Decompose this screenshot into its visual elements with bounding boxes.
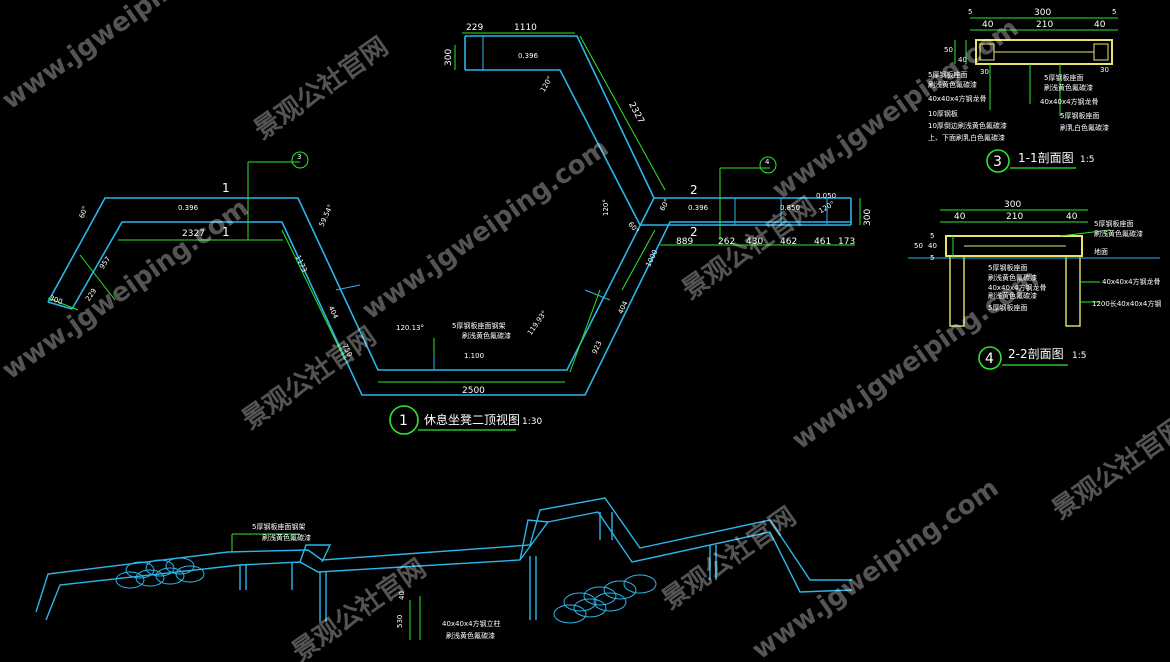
- s22-note-l3: 刷浅黄色氟碳漆: [988, 291, 1037, 300]
- cut-2-bottom: 2: [690, 225, 698, 239]
- dim-462: 462: [780, 237, 797, 247]
- s11-h50: 50: [944, 46, 953, 54]
- angle-60-left: 60°: [78, 205, 90, 219]
- dim-2327-left: 2327: [182, 229, 205, 239]
- dim-2500: 2500: [462, 386, 485, 396]
- s22-note-l0: 5厚钢板座面: [988, 263, 1027, 272]
- dim-229-top: 229: [466, 23, 483, 33]
- elev-note-bot-1: 40x40x4方钢立柱: [442, 619, 501, 628]
- dim-300-left-top: 300: [444, 49, 454, 66]
- s11-note-3: 10厚钢板: [928, 109, 958, 118]
- s11-scale: 1:5: [1080, 155, 1094, 165]
- s22-note-r0: 5厚钢板座面: [1094, 219, 1133, 228]
- cut-1-bottom: 1: [222, 225, 230, 239]
- s11-note-r3: 5厚钢板座面: [1060, 111, 1099, 120]
- s11-w210: 210: [1036, 20, 1053, 30]
- cut-1-top: 1: [222, 181, 230, 195]
- hex-bundle-left: [115, 557, 205, 589]
- dim-0050: 0.050: [816, 192, 836, 200]
- elev-note-top-2: 刷浅黄色氟碳漆: [262, 533, 311, 542]
- s22-scale: 1:5: [1072, 351, 1086, 361]
- dim-0396-right: 0.396: [688, 204, 709, 212]
- ref-4-label: 4: [765, 158, 770, 166]
- section-ref-4-marker: [759, 156, 777, 174]
- s11-note-1: 刷浅黄色氟碳漆: [928, 80, 977, 89]
- s11-note-0: 5厚钢板座面: [928, 70, 967, 79]
- section-ref-3-marker: [291, 151, 309, 169]
- elev-note-top-1: 5厚钢板座面钢架: [252, 522, 305, 531]
- elev-dim-530: 530: [396, 615, 404, 628]
- s22-note-r1: 刷浅黄色氟碳漆: [1094, 229, 1143, 238]
- plan-title: 休息坐凳二顶视图: [424, 412, 520, 427]
- s22-note-r4: 1200长40x40x4方钢: [1092, 299, 1161, 308]
- s22-number: 4: [985, 351, 994, 367]
- dim-0850: 0.850: [780, 204, 800, 212]
- cut-2-top: 2: [690, 183, 698, 197]
- s11-note-4: 10厚倒边刷浅黄色氟碳漆: [928, 121, 1007, 130]
- s11-title: 1-1剖面图: [1018, 151, 1074, 165]
- seat-outline-outer: [47, 35, 655, 371]
- dim-300-right: 300: [863, 209, 873, 226]
- s22-w40a: 40: [954, 212, 966, 222]
- s22-h40: 40: [928, 242, 937, 250]
- dim-1100: 1.100: [464, 352, 484, 360]
- hex-bundle-right: [553, 574, 657, 624]
- s11-w40a: 40: [982, 20, 994, 30]
- s11-number-circle: [986, 149, 1010, 173]
- s22-note-r3: 40x40x4方钢龙骨: [1102, 277, 1161, 286]
- s22-note-l4: 5厚钢板座面: [988, 303, 1027, 312]
- s22-h5b: 5: [930, 254, 934, 262]
- section-1-1: 300 40 210 40 5 5 50 40 30 30 5厚钢板座面 刷浅黄…: [928, 8, 1118, 173]
- dim-1110-top: 1110: [514, 23, 537, 33]
- s22-title: 2-2剖面图: [1008, 347, 1064, 361]
- plan-number-circle: [389, 405, 419, 435]
- dim-889: 889: [676, 237, 693, 247]
- dim-0396-top: 0.396: [518, 52, 539, 60]
- s22-number-circle: [978, 346, 1002, 370]
- plan-note-2: 刷浅黄色氟碳漆: [462, 331, 511, 340]
- dim-461: 461: [814, 237, 831, 247]
- dim-173: 173: [838, 237, 855, 247]
- s11-note-r4: 刷乳白色氟碳漆: [1060, 123, 1109, 132]
- plan-number: 1: [399, 413, 408, 429]
- s11-w40b: 40: [1094, 20, 1106, 30]
- s22-note-r2: 地面: [1094, 247, 1108, 256]
- s11-note-r2: 40x40x4方钢龙骨: [1040, 97, 1099, 106]
- s22-w210: 210: [1006, 212, 1023, 222]
- seat-outline-inner-top: [465, 69, 851, 226]
- s11-d30a: 30: [980, 68, 989, 76]
- section-2-2: 300 40 210 40 50 40 5 5 5厚钢板座面 刷浅黄色氟碳漆 4…: [908, 200, 1161, 370]
- s11-note-r0: 5厚钢板座面: [1044, 73, 1083, 82]
- elev-note-bot-2: 刷浅黄色氟碳漆: [446, 631, 495, 640]
- dim-430: 430: [746, 237, 763, 247]
- s22-note-l2: 40x40x4方钢龙骨: [988, 283, 1047, 292]
- plan-scale: 1:30: [522, 417, 542, 427]
- s11-d5a: 5: [968, 8, 972, 16]
- s22-w40b: 40: [1066, 212, 1078, 222]
- s22-h50: 50: [914, 242, 923, 250]
- plan-note-1: 5厚钢板座面钢架: [452, 321, 505, 330]
- elev-dim-40: 40: [398, 591, 406, 600]
- plan-view: 229 1110 300 0.396 120° 2327 60° 0.396 5…: [47, 23, 873, 435]
- dim-262: 262: [718, 237, 735, 247]
- angle-120-mid: 120°: [602, 199, 610, 216]
- s11-d30b: 30: [1100, 66, 1109, 74]
- s11-w300: 300: [1034, 8, 1051, 18]
- angle-12013: 120.13°: [396, 324, 424, 332]
- s11-number: 3: [993, 154, 1002, 170]
- elevation-view: [35, 497, 853, 624]
- s11-note-5: 上、下面刷乳白色氟碳漆: [928, 133, 1005, 142]
- s11-h40: 40: [958, 56, 967, 64]
- seat-outline-inner: [71, 221, 851, 396]
- s11-note-r1: 刷浅黄色氟碳漆: [1044, 83, 1093, 92]
- s11-note-2: 40x40x4方钢龙骨: [928, 94, 987, 103]
- s22-note-l1: 刷浅黄色氟碳漆: [988, 273, 1037, 282]
- dim-0396-left: 0.396: [178, 204, 199, 212]
- s11-d5b: 5: [1112, 8, 1116, 16]
- s22-w300: 300: [1004, 200, 1021, 210]
- s22-h5a: 5: [930, 232, 934, 240]
- ref-3-label: 3: [297, 153, 301, 161]
